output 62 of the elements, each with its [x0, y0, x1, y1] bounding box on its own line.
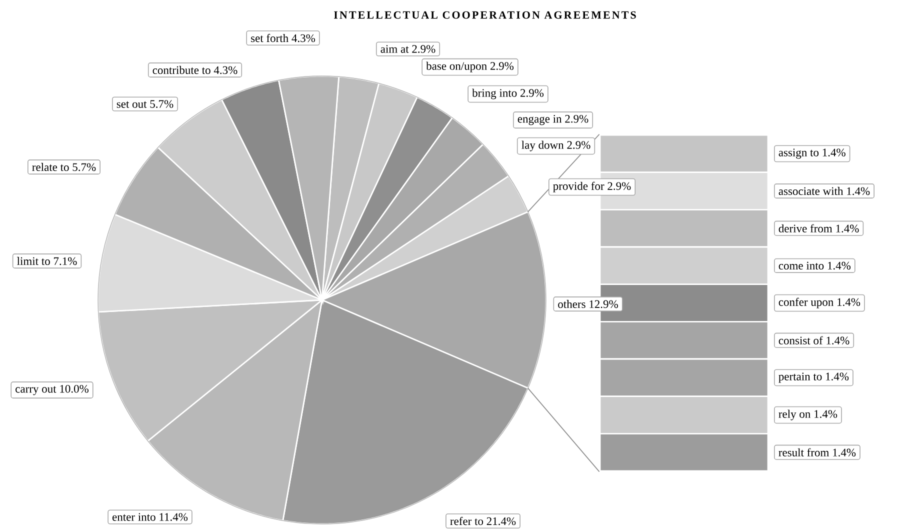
slice-label: refer to	[450, 516, 484, 526]
data-label: 2.9%	[520, 89, 544, 97]
slice-label: provide for	[553, 182, 604, 192]
slice-label: set forth	[251, 34, 288, 42]
data-label: 10.0%	[60, 384, 88, 393]
connector-line	[527, 388, 600, 472]
data-label: 7.1%	[54, 257, 77, 266]
slice-label: set out	[116, 101, 147, 108]
data-label: set forth 4.3%	[246, 30, 320, 46]
data-label: set out 5.7%	[112, 96, 178, 112]
slice-label: aim at	[380, 45, 409, 53]
data-label: refer to 21.4%	[446, 513, 520, 529]
data-label: 2.9%	[567, 141, 590, 149]
data-label: contribute to 4.3%	[148, 62, 242, 78]
bar-segment	[599, 134, 769, 174]
data-label: others 12.9%	[553, 296, 623, 312]
data-label: associate with 1.4%	[774, 184, 874, 198]
data-label: provide for 2.9%	[548, 178, 636, 196]
data-label: result from 1.4%	[774, 444, 860, 460]
bar-segment	[599, 320, 769, 360]
data-label: 2.9%	[608, 182, 631, 190]
data-label: consist of 1.4%	[774, 332, 854, 348]
bar-segment	[599, 246, 769, 286]
data-label: 2.9%	[565, 114, 588, 123]
data-label: limit to 7.1%	[12, 254, 82, 268]
bar-segment	[599, 432, 769, 472]
data-label: derive from 1.4%	[774, 220, 864, 236]
data-label: 2.9%	[490, 62, 514, 70]
bar-segment	[599, 358, 769, 398]
data-label: 4.3%	[214, 66, 238, 74]
data-label: confer upon 1.4%	[774, 294, 865, 312]
data-label: engage in 2.9%	[513, 112, 593, 128]
data-label: assign to 1.4%	[774, 145, 850, 162]
data-label: bring into 2.9%	[468, 85, 548, 103]
slice-label: relate to	[32, 162, 69, 172]
data-label: relate to 5.7%	[28, 160, 100, 174]
slice-label: lay down	[522, 140, 564, 152]
data-label: 4.3%	[292, 34, 316, 42]
chart-title: INTELLECTUAL COOPERATION AGREEMENTS	[334, 11, 636, 19]
data-label: base on/upon 2.9%	[422, 58, 518, 76]
slice-label: limit to	[17, 256, 50, 266]
bar-segment	[599, 396, 769, 434]
data-label: 5.7%	[72, 163, 96, 172]
data-label: 21.4%	[486, 517, 516, 526]
bar-segment	[599, 208, 769, 248]
slice-label: carry out	[16, 386, 56, 396]
slice-label: contribute to	[152, 66, 210, 74]
data-label: carry out 10.0%	[10, 382, 94, 398]
legend-label: others	[558, 300, 586, 308]
data-label: 12.9%	[590, 300, 618, 308]
slice-label: base on/upon	[426, 62, 487, 72]
data-label: come into 1.4%	[774, 258, 856, 273]
data-label: pertain to 1.4%	[774, 369, 854, 386]
data-label: aim at 2.9%	[376, 42, 440, 56]
data-label: 11.4%	[160, 513, 188, 521]
slice-label: engage in	[518, 114, 562, 126]
data-label: enter into 11.4%	[108, 510, 192, 524]
slice-label: bring into	[472, 88, 517, 100]
data-label: rely on 1.4%	[774, 406, 842, 424]
data-label: 2.9%	[412, 45, 436, 53]
slice-label: enter into	[112, 513, 156, 521]
data-label: lay down 2.9%	[516, 137, 596, 155]
